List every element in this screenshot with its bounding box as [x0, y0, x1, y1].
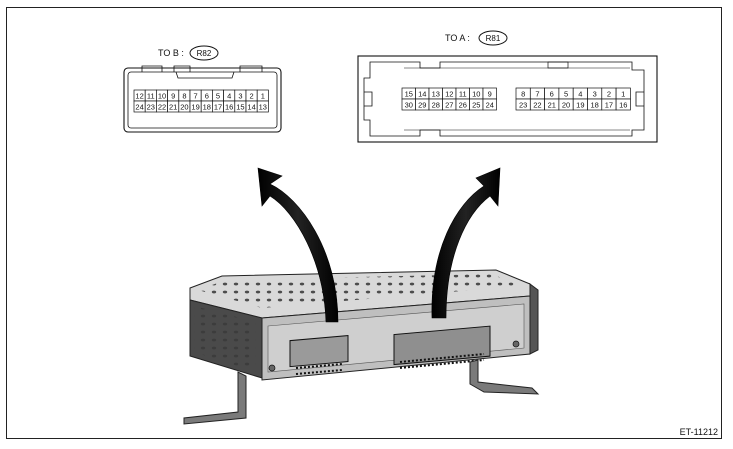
- unit-screw-right: [512, 340, 520, 348]
- unit-bracket-right: [469, 359, 540, 395]
- pin-number: 7: [194, 92, 198, 101]
- pin-number: 17: [605, 101, 613, 110]
- pin-number: 10: [158, 92, 166, 101]
- pin-number: 6: [205, 92, 209, 101]
- figure-id: ET-11212: [680, 427, 718, 437]
- pin-number: 9: [171, 92, 175, 101]
- pin-number: 5: [216, 92, 220, 101]
- pin-number: 14: [247, 103, 255, 112]
- pin-number: 22: [533, 101, 541, 110]
- pin-number: 20: [180, 103, 188, 112]
- unit-bracket-left: [183, 371, 247, 425]
- connector-b-code-oval: [189, 45, 219, 61]
- connector-b-top-keys: [141, 65, 263, 72]
- pin-number: 4: [227, 92, 231, 101]
- pin-number: 28: [432, 101, 440, 110]
- pin-number: 1: [621, 90, 625, 99]
- pin-number: 21: [548, 101, 556, 110]
- unit-side-vents: [194, 306, 256, 372]
- pin-number: 2: [250, 92, 254, 101]
- pin-number: 29: [418, 101, 426, 110]
- pin-number: 13: [259, 103, 267, 112]
- connector-a-code-oval: [478, 30, 508, 46]
- pin-number: 4: [578, 90, 582, 99]
- arrow-to-connector-b: [257, 167, 339, 323]
- connector-b-label: TO B : R82: [158, 45, 219, 61]
- pin-number: 26: [459, 101, 467, 110]
- pin-number: 15: [236, 103, 244, 112]
- pin-number: 10: [472, 90, 480, 99]
- pin-number: 24: [486, 101, 494, 110]
- pin-number: 18: [590, 101, 598, 110]
- pin-number: 23: [147, 103, 155, 112]
- figure-frame: [6, 7, 722, 439]
- connector-a-guide-lines: [404, 67, 630, 131]
- pin-number: 11: [459, 90, 467, 99]
- pin-number: 27: [445, 101, 453, 110]
- pin-number: 5: [564, 90, 568, 99]
- pin-number: 20: [562, 101, 570, 110]
- pin-number: 21: [169, 103, 177, 112]
- pin-number: 6: [550, 90, 554, 99]
- connector-a-left-row1: 15 14 13 12 11 10 9: [401, 87, 497, 100]
- control-unit: [183, 269, 540, 425]
- pin-number: 25: [472, 101, 480, 110]
- connector-a-label: TO A : R81: [445, 30, 508, 46]
- pin-number: 12: [135, 92, 143, 101]
- pin-number: 24: [135, 103, 143, 112]
- pin-number: 9: [488, 90, 492, 99]
- pin-number: 23: [519, 101, 527, 110]
- connector-a-code: R81: [486, 34, 501, 43]
- connector-b-inner-outline: [127, 71, 278, 129]
- connector-a-top-notch: [547, 61, 569, 69]
- connector-b-lock: [175, 71, 235, 79]
- connector-a-side-key-left: [364, 91, 373, 107]
- pin-number: 3: [593, 90, 597, 99]
- pin-number: 8: [182, 92, 186, 101]
- connector-a-inner-outline: [363, 61, 645, 137]
- pin-number: 30: [405, 101, 413, 110]
- pin-cell: [256, 100, 269, 113]
- pin-cell: [615, 98, 631, 111]
- pin-number: 19: [191, 103, 199, 112]
- pin-number: 11: [147, 92, 155, 101]
- unit-screw-left: [268, 364, 276, 372]
- pin-number: 15: [405, 90, 413, 99]
- connector-b-code: R82: [197, 49, 212, 58]
- connector-a-right-row1: 8 7 6 5 4 3 2 1: [515, 87, 631, 100]
- connector-a-left-row2: 30 29 28 27 26 25 24: [401, 98, 497, 111]
- pin-number: 7: [535, 90, 539, 99]
- arrow-to-connector-a: [431, 167, 501, 319]
- connector-a-side-key-right: [635, 91, 644, 107]
- connector-a-prefix: TO A :: [445, 33, 470, 43]
- pin-number: 12: [445, 90, 453, 99]
- pin-number: 1: [261, 92, 265, 101]
- connector-b-prefix: TO B :: [158, 48, 184, 58]
- pin-number: 17: [214, 103, 222, 112]
- pin-number: 3: [238, 92, 242, 101]
- pin-number: 18: [203, 103, 211, 112]
- pin-number: 22: [158, 103, 166, 112]
- pin-number: 16: [225, 103, 233, 112]
- pin-number: 16: [619, 101, 627, 110]
- unit-connector-b: [289, 335, 349, 368]
- connector-a-right-row2: 23 22 21 20 19 18 17 16: [515, 98, 631, 111]
- pin-cell: [482, 98, 497, 111]
- pin-number: 8: [521, 90, 525, 99]
- pin-number: 19: [576, 101, 584, 110]
- pin-number: 2: [607, 90, 611, 99]
- pin-number: 13: [432, 90, 440, 99]
- unit-connector-a: [393, 325, 491, 366]
- pin-number: 14: [418, 90, 426, 99]
- unit-right-side: [529, 283, 539, 355]
